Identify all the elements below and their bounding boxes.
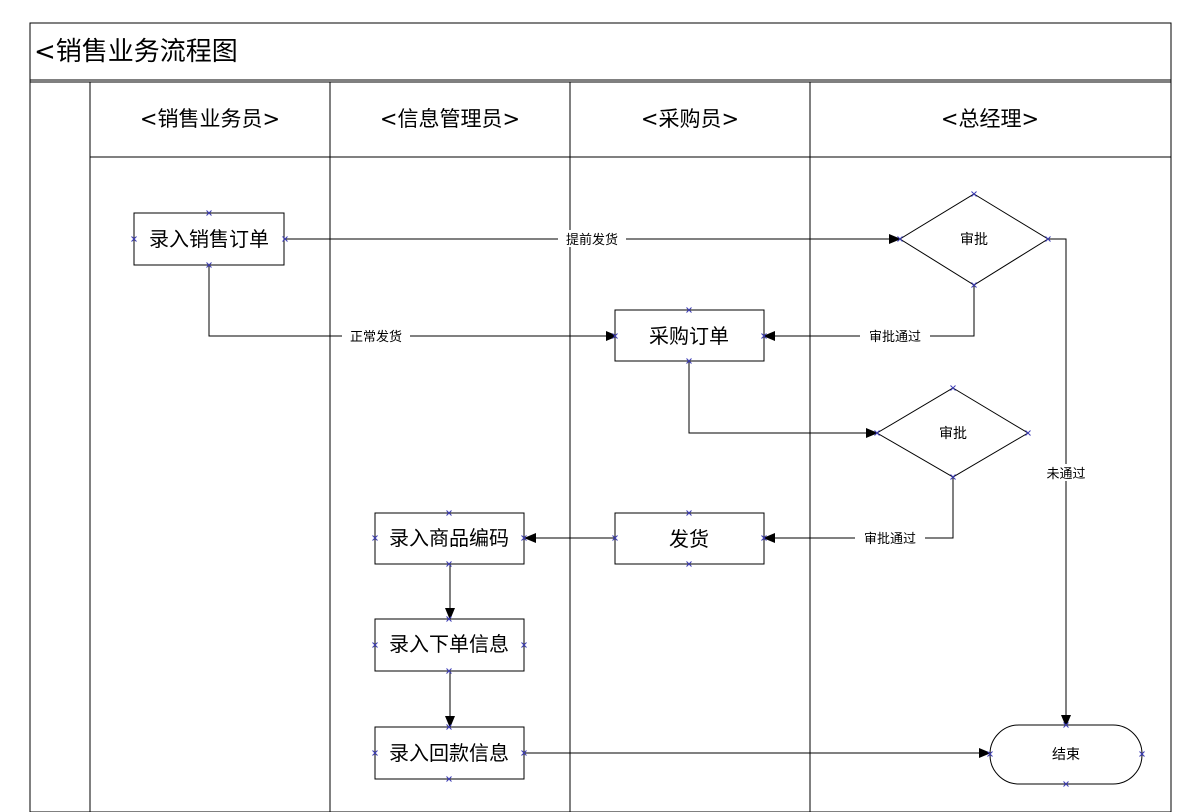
connection-point-marker (1063, 722, 1069, 728)
node-ship-label: 发货 (669, 527, 709, 551)
connection-point-marker (131, 236, 137, 242)
connection-point-marker (446, 561, 452, 567)
node-approve-1[interactable]: 审批 (899, 193, 1049, 286)
connection-point-marker (1063, 781, 1069, 787)
edge-label-approved-1: 审批通过 (869, 330, 921, 345)
node-end[interactable]: 结束 (989, 724, 1143, 785)
node-approve-2-label: 审批 (939, 426, 967, 442)
node-ship[interactable]: 发货 (614, 512, 765, 565)
edge-purchase-to-approve (688, 361, 878, 438)
edge-label-early-shipment: 提前发货 (566, 232, 618, 248)
connection-point-marker (987, 751, 993, 757)
node-enter-order-info[interactable]: 录入下单信息 (374, 618, 525, 672)
edge-label-normal-shipment: 正常发货 (350, 329, 402, 345)
connection-point-marker (446, 510, 452, 516)
node-approve-2[interactable]: 审批 (876, 387, 1029, 478)
node-approve-1-label: 审批 (960, 232, 988, 248)
connection-point-marker (521, 535, 527, 541)
edge-approved-to-purchase (763, 285, 975, 341)
edge-not-approved (1048, 238, 1071, 727)
connection-point-marker (950, 474, 956, 480)
node-enter-payment-info[interactable]: 录入回款信息 (374, 726, 525, 780)
connection-point-marker (282, 236, 288, 242)
swimlane-frame (29, 22, 1172, 812)
edge-label-approved-2: 审批通过 (864, 532, 916, 547)
node-enter-product-code-label: 录入商品编码 (389, 526, 509, 550)
connection-points (131, 191, 1145, 787)
edge-approved-to-ship (763, 477, 954, 543)
connection-point-marker (446, 668, 452, 674)
connection-point-marker (971, 282, 977, 288)
connection-point-marker (521, 642, 527, 648)
connection-point-marker (686, 358, 692, 364)
connection-point-marker (206, 210, 212, 216)
edge-normal-shipment (208, 265, 618, 341)
connection-point-marker (686, 561, 692, 567)
connection-point-marker (686, 510, 692, 516)
connection-point-marker (372, 750, 378, 756)
connection-point-marker (1045, 236, 1051, 242)
node-enter-order-info-label: 录入下单信息 (389, 632, 509, 656)
connection-point-marker (897, 236, 903, 242)
lane-header-sales-rep: <销售业务员> (140, 107, 280, 131)
connection-point-marker (446, 724, 452, 730)
connection-point-marker (971, 191, 977, 197)
connection-point-marker (372, 535, 378, 541)
lane-header-general-manager: <总经理> (941, 107, 1039, 131)
connection-point-marker (612, 535, 618, 541)
node-end-label: 结束 (1052, 747, 1080, 763)
node-enter-payment-info-label: 录入回款信息 (389, 741, 509, 765)
connection-point-marker (1139, 751, 1145, 757)
connection-point-marker (206, 262, 212, 268)
connection-point-marker (950, 385, 956, 391)
connection-point-marker (521, 750, 527, 756)
connection-point-marker (761, 333, 767, 339)
lane-header-info-manager: <信息管理员> (380, 107, 520, 131)
node-enter-sales-order[interactable]: 录入销售订单 (133, 212, 285, 266)
node-purchase-order[interactable]: 采购订单 (614, 309, 765, 362)
connection-point-marker (874, 430, 880, 436)
node-enter-product-code[interactable]: 录入商品编码 (374, 512, 525, 565)
node-enter-sales-order-label: 录入销售订单 (149, 227, 269, 251)
lane-header-purchaser: <采购员> (641, 107, 739, 131)
connection-point-marker (446, 616, 452, 622)
connection-point-marker (446, 776, 452, 782)
connection-point-marker (372, 642, 378, 648)
connection-point-marker (1025, 430, 1031, 436)
connection-point-marker (686, 307, 692, 313)
node-purchase-order-label: 采购订单 (649, 324, 729, 348)
connection-point-marker (761, 535, 767, 541)
diagram-title: <销售业务流程图 (34, 37, 238, 67)
connection-point-marker (612, 333, 618, 339)
edge-label-not-approved: 未通过 (1046, 467, 1085, 482)
